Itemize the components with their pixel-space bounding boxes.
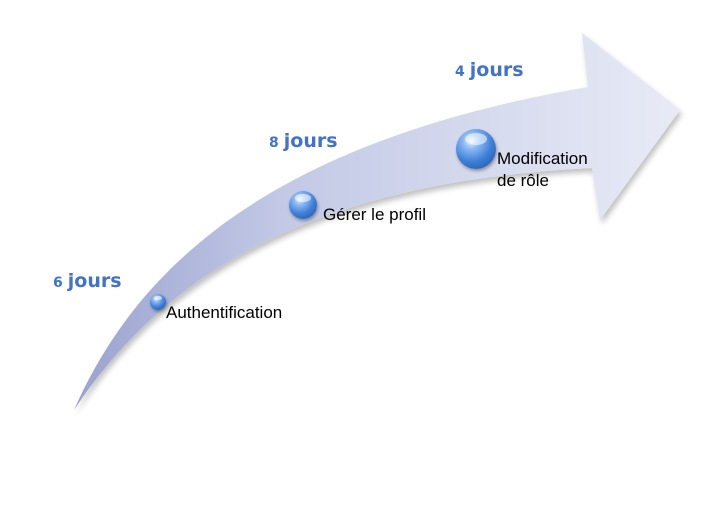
step-3-label: Modification de rôle	[497, 148, 588, 192]
step-2-label: Gérer le profil	[323, 205, 426, 224]
step-2-bubble	[289, 191, 317, 219]
step-3-label-line-1: Modification	[497, 149, 588, 168]
step-1-duration-unit: jours	[67, 270, 122, 292]
step-2-duration-number: 8	[269, 135, 279, 151]
arrow-body	[74, 33, 680, 410]
step-3-duration-number: 4	[455, 64, 465, 80]
step-2-duration-unit: jours	[283, 130, 338, 152]
step-3-bubble	[456, 129, 496, 169]
step-1-label: Authentification	[166, 303, 283, 322]
step-1-duration-number: 6	[53, 275, 63, 291]
step-1-bubble	[150, 294, 166, 310]
step-3-duration-unit: jours	[469, 59, 524, 81]
step-3-label-line-2: de rôle	[497, 171, 549, 190]
